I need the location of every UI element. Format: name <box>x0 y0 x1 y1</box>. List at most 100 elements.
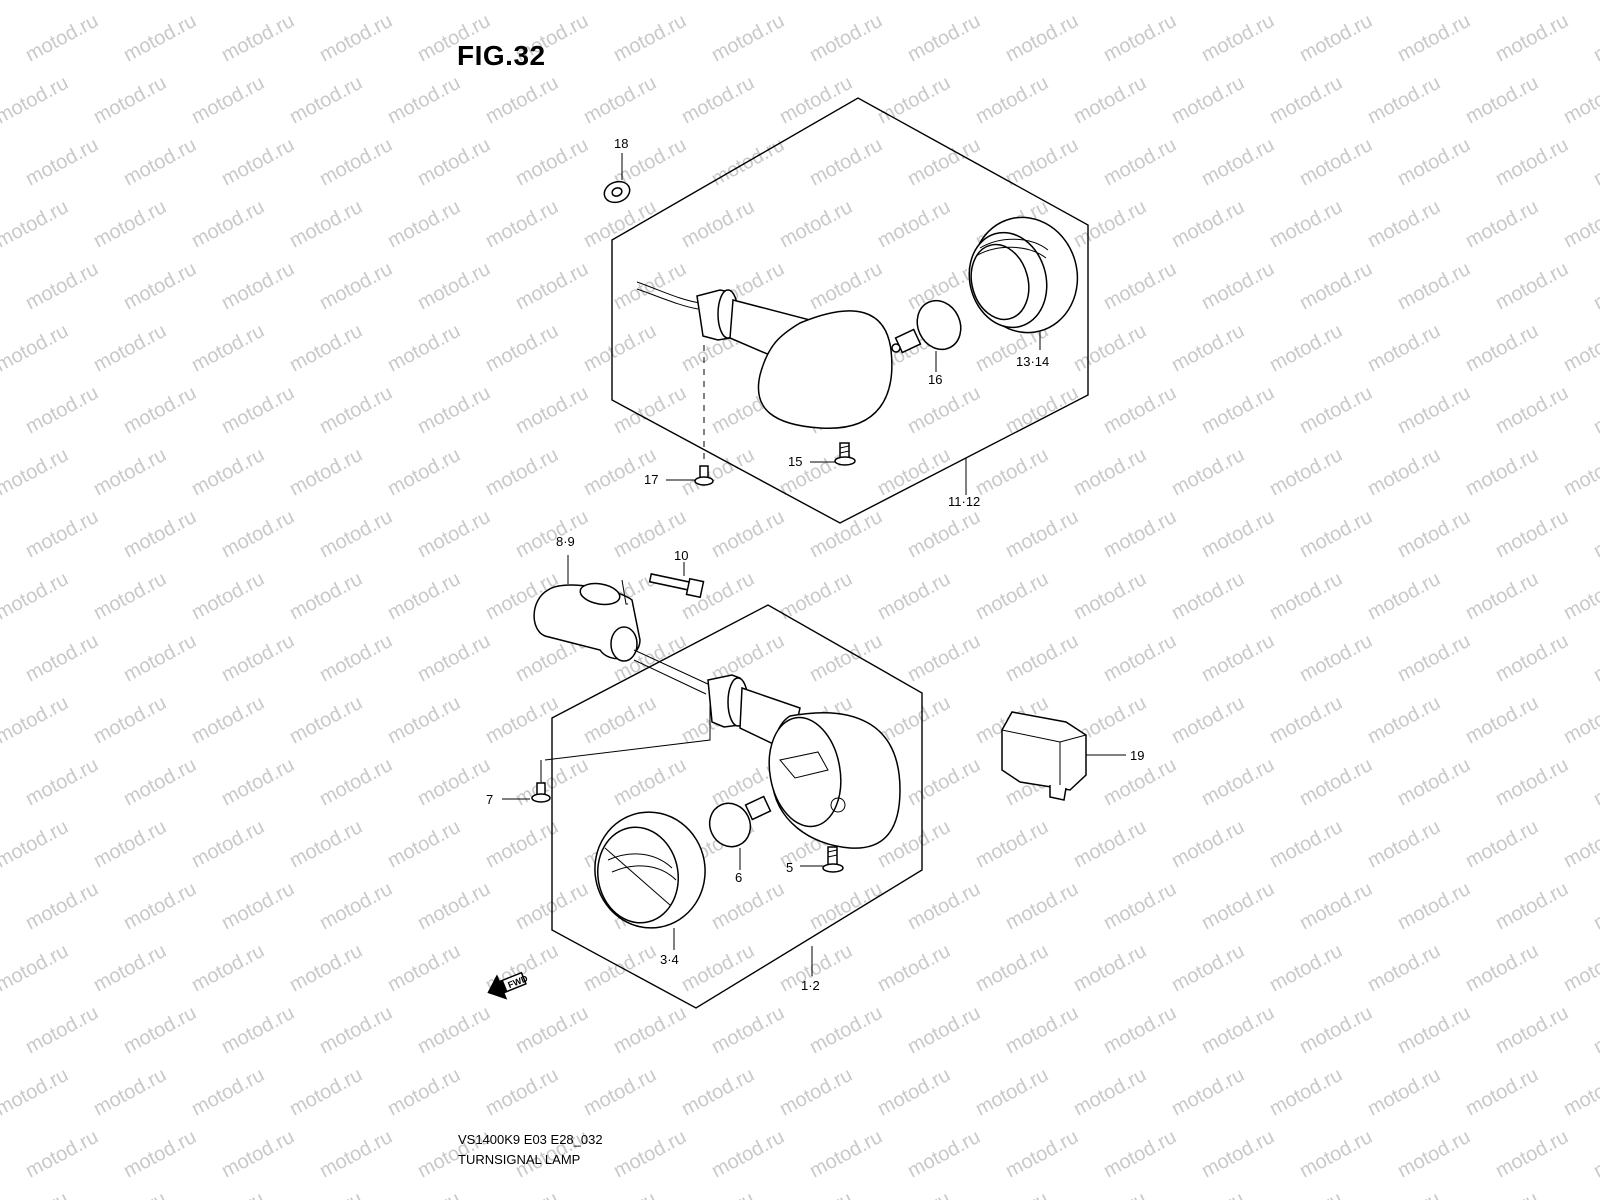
watermark-text: motod.ru <box>1266 196 1346 252</box>
watermark-text: motod.ru <box>286 1188 366 1200</box>
watermark-text: motod.ru <box>414 754 494 810</box>
watermark-text: motod.ru <box>482 72 562 128</box>
screw-part-5[interactable] <box>822 846 844 873</box>
watermark-text: motod.ru <box>1394 258 1474 314</box>
watermark-text: motod.ru <box>1198 134 1278 190</box>
watermark-text: motod.ru <box>580 940 660 996</box>
watermark-text: motod.ru <box>972 816 1052 872</box>
watermark-text: motod.ru <box>188 444 268 500</box>
bolt-part-10[interactable] <box>648 573 705 599</box>
watermark-text: motod.ru <box>316 630 396 686</box>
watermark-text: motod.ru <box>1462 692 1542 748</box>
watermark-text: motod.ru <box>1100 1002 1180 1058</box>
watermark-text: motod.ru <box>90 692 170 748</box>
watermark-text: motod.ru <box>188 1188 268 1200</box>
watermark-text: motod.ru <box>1296 134 1376 190</box>
diagram-name: TURNSIGNAL LAMP <box>458 1152 581 1167</box>
watermark-text: motod.ru <box>120 506 200 562</box>
watermark-text: motod.ru <box>1070 196 1150 252</box>
watermark-text: motod.ru <box>610 382 690 438</box>
watermark-text: motod.ru <box>1100 10 1180 66</box>
watermark-text: motod.ru <box>1198 506 1278 562</box>
bulb-part-16[interactable] <box>891 293 969 372</box>
lens-ring-part-13-14[interactable] <box>959 206 1090 350</box>
watermark-text: motod.ru <box>384 320 464 376</box>
watermark-text: motod.ru <box>1198 258 1278 314</box>
watermark-text: motod.ru <box>0 1064 72 1120</box>
watermark-text: motod.ru <box>1462 816 1542 872</box>
watermark-text: motod.ru <box>0 816 72 872</box>
watermark-text: motod.ru <box>776 1188 856 1200</box>
watermark-text: motod.ru <box>0 1188 72 1200</box>
watermark-text: motod.ru <box>1296 258 1376 314</box>
watermark-text: motod.ru <box>678 72 758 128</box>
watermark-text: motod.ru <box>0 320 72 376</box>
watermark-text: motod.ru <box>218 754 298 810</box>
screw-part-17[interactable] <box>694 465 714 486</box>
watermark-text: motod.ru <box>482 320 562 376</box>
watermark-text: motod.ru <box>1168 816 1248 872</box>
bulb-part-6[interactable] <box>703 795 772 870</box>
screw-part-7[interactable] <box>531 782 551 803</box>
relay-part-19[interactable] <box>1001 711 1126 801</box>
watermark-text: motod.ru <box>22 382 102 438</box>
watermark-text: motod.ru <box>1266 72 1346 128</box>
watermark-text: motod.ru <box>1492 258 1572 314</box>
watermark-text: motod.ru <box>1002 630 1082 686</box>
watermark-text: motod.ru <box>1492 382 1572 438</box>
watermark-text: motod.ru <box>0 568 72 624</box>
watermark-text: motod.ru <box>90 320 170 376</box>
watermark-text: motod.ru <box>286 816 366 872</box>
watermark-text: motod.ru <box>904 382 984 438</box>
watermark-text: motod.ru <box>1492 630 1572 686</box>
lower-lamp-housing[interactable] <box>707 674 901 849</box>
watermark-text: motod.ru <box>776 0 856 4</box>
upper-assembly-outline <box>611 97 1089 524</box>
watermark-text: motod.ru <box>482 1188 562 1200</box>
watermark-text: motod.ru <box>1100 1126 1180 1182</box>
watermark-text: motod.ru <box>1462 568 1542 624</box>
watermark-text: motod.ru <box>806 506 886 562</box>
watermark-text: motod.ru <box>384 568 464 624</box>
watermark-text: motod.ru <box>678 1064 758 1120</box>
watermark-text: motod.ru <box>316 754 396 810</box>
watermark-text: motod.ru <box>1462 196 1542 252</box>
watermark-text: motod.ru <box>1364 444 1444 500</box>
callout-16: 16 <box>928 372 942 387</box>
lens-part-3-4[interactable] <box>586 803 714 950</box>
grommet-part-18[interactable] <box>601 178 632 206</box>
watermark-text: motod.ru <box>1002 506 1082 562</box>
watermark-text: motod.ru <box>384 72 464 128</box>
bracket-part-8-9[interactable] <box>533 581 641 662</box>
upper-lamp-housing[interactable] <box>636 281 893 429</box>
callout-6: 6 <box>735 870 742 885</box>
watermark-text: motod.ru <box>1394 506 1474 562</box>
watermark-text: motod.ru <box>0 444 72 500</box>
watermark-text: motod.ru <box>1590 258 1600 314</box>
watermark-text: motod.ru <box>1168 1188 1248 1200</box>
watermark-text: motod.ru <box>316 878 396 934</box>
watermark-text: motod.ru <box>972 1064 1052 1120</box>
watermark-text: motod.ru <box>1560 692 1600 748</box>
diagram-code: VS1400K9 E03 E28_032 <box>458 1132 603 1147</box>
screw-part-15[interactable] <box>834 442 856 466</box>
watermark-text: motod.ru <box>120 10 200 66</box>
watermark-text: motod.ru <box>286 1064 366 1120</box>
watermark-text: motod.ru <box>1070 816 1150 872</box>
watermark-text: motod.ru <box>1394 134 1474 190</box>
watermark-text: motod.ru <box>1492 134 1572 190</box>
watermark-text: motod.ru <box>610 1126 690 1182</box>
watermark-text: motod.ru <box>904 1002 984 1058</box>
watermark-text: motod.ru <box>1364 940 1444 996</box>
watermark-text: motod.ru <box>1560 940 1600 996</box>
watermark-text: motod.ru <box>316 382 396 438</box>
watermark-text: motod.ru <box>482 196 562 252</box>
callout-10: 10 <box>674 548 688 563</box>
watermark-text: motod.ru <box>1394 1002 1474 1058</box>
watermark-text: motod.ru <box>1198 1126 1278 1182</box>
leader-7 <box>544 705 711 761</box>
callout-3-4: 3·4 <box>660 952 679 967</box>
watermark-text: motod.ru <box>1560 0 1600 4</box>
watermark-text: motod.ru <box>874 444 954 500</box>
